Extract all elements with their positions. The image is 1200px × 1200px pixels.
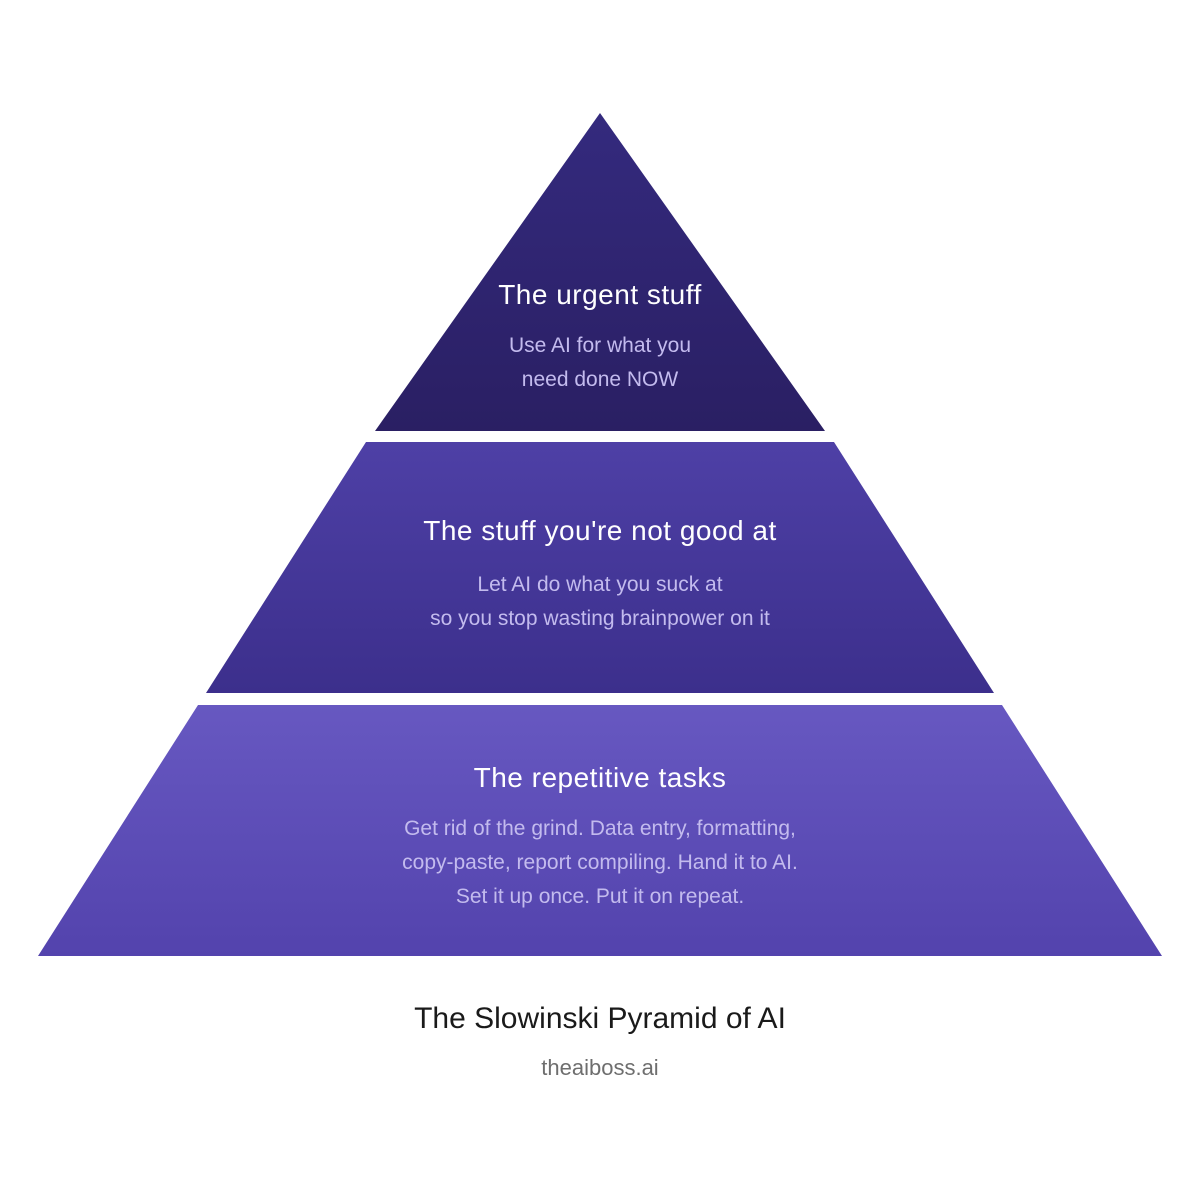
tier-bottom-desc-line-2: copy-paste, report compiling. Hand it to…: [402, 851, 798, 874]
tier-top-desc-line-2: need done NOW: [522, 368, 679, 391]
tier-bottom-desc-line-1: Get rid of the grind. Data entry, format…: [404, 817, 796, 840]
tier-middle-desc-line-1: Let AI do what you suck at: [477, 573, 722, 596]
tier-top-shape: [375, 113, 825, 431]
tier-middle-title: The stuff you're not good at: [423, 515, 777, 546]
tier-middle-desc-line-2: so you stop wasting brainpower on it: [430, 607, 770, 630]
tier-top-title: The urgent stuff: [498, 279, 702, 310]
tier-bottom-desc-line-3: Set it up once. Put it on repeat.: [456, 885, 744, 908]
tier-top-desc-line-1: Use AI for what you: [509, 334, 691, 357]
tier-bottom-title: The repetitive tasks: [474, 762, 727, 793]
tier-bottom-shape: [38, 705, 1162, 956]
diagram-title: The Slowinski Pyramid of AI: [414, 1002, 786, 1035]
tier-middle-shape: [206, 442, 994, 693]
diagram-source-link: theaiboss.ai: [541, 1055, 659, 1080]
